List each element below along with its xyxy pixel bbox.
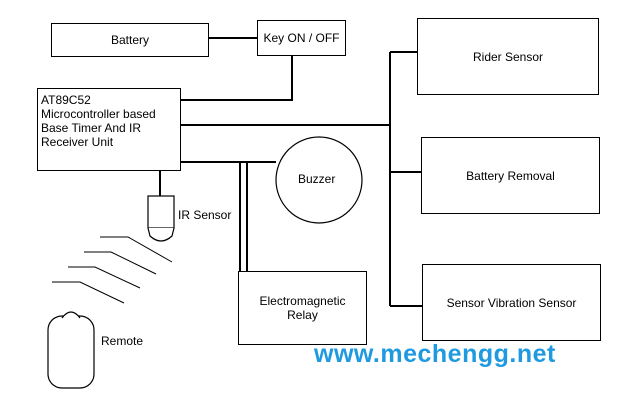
key-switch-label: Key ON / OFF bbox=[263, 31, 340, 45]
mcu-block: AT89C52 Microcontroller based Base Timer… bbox=[37, 88, 181, 171]
remote-label: Remote bbox=[101, 334, 144, 348]
mcu-label-line-4: Receiver Unit bbox=[41, 135, 114, 149]
buzzer-label: Buzzer bbox=[298, 172, 336, 186]
relay-label-line-1: Electromagnetic bbox=[259, 294, 346, 308]
vibration-sensor-label: Sensor Vibration Sensor bbox=[446, 295, 577, 310]
mcu-label-line-1: AT89C52 bbox=[41, 93, 91, 107]
watermark-text: www.mechengg.net bbox=[314, 340, 556, 368]
vibration-sensor-block: Sensor Vibration Sensor bbox=[422, 264, 601, 341]
battery-removal-block: Battery Removal bbox=[421, 137, 600, 214]
ir-sensor-icon bbox=[147, 195, 175, 242]
mcu-label-line-2: Microcontroller based bbox=[41, 107, 156, 121]
battery-block: Battery bbox=[51, 23, 209, 57]
wire-key-mcu bbox=[180, 55, 293, 101]
battery-removal-label: Battery Removal bbox=[466, 168, 555, 183]
ir-signal-icon bbox=[52, 236, 173, 304]
buzzer-circle bbox=[275, 136, 363, 224]
relay-block: Electromagnetic Relay bbox=[238, 271, 367, 345]
key-switch-block: Key ON / OFF bbox=[257, 20, 346, 56]
remote-icon bbox=[47, 311, 95, 389]
rider-sensor-label: Rider Sensor bbox=[472, 49, 544, 64]
relay-label-line-2: Relay bbox=[287, 308, 318, 322]
mcu-label-line-3: Base Timer And IR bbox=[41, 121, 142, 135]
battery-label: Battery bbox=[110, 33, 149, 47]
rider-sensor-block: Rider Sensor bbox=[417, 18, 599, 95]
ir-sensor-label: IR Sensor bbox=[178, 208, 232, 222]
